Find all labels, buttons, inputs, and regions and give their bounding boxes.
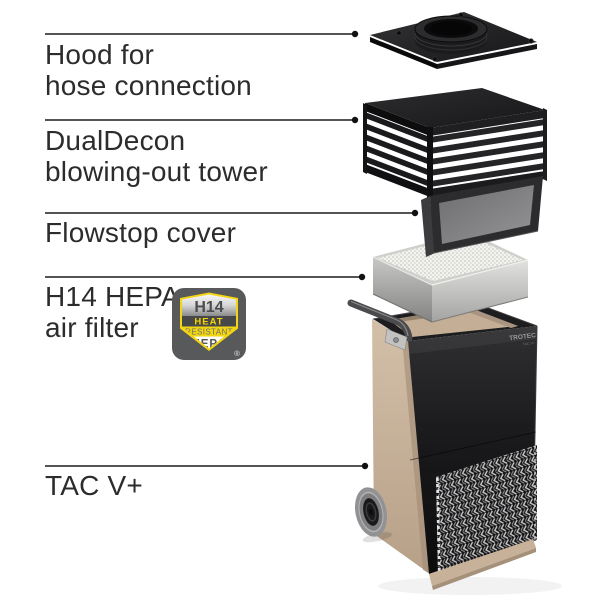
label-hood-line2: hose connection [45, 70, 252, 101]
label-tac: TAC V+ [45, 470, 143, 501]
badge-resistant-text: RESISTANT [185, 328, 233, 337]
dualdecon-tower-illustration [363, 88, 547, 198]
label-dualdecon: DualDecon blowing-out tower [45, 125, 268, 187]
label-flowstop-line1: Flowstop cover [45, 217, 237, 248]
badge-hepa-text: HEPA [191, 339, 226, 351]
flowstop-cover-illustration [421, 176, 543, 257]
label-hepa-line1: H14 HEPA [45, 281, 180, 312]
hood-illustration [370, 12, 537, 69]
model-label: TAC V+ [523, 341, 535, 346]
label-hood-line1: Hood for [45, 39, 154, 70]
unit-base [429, 539, 536, 586]
tower-louvers-right [430, 119, 545, 197]
label-flowstop: Flowstop cover [45, 217, 236, 248]
label-hepa-line2: air filter [45, 312, 139, 343]
registered-trademark-icon: ® [234, 349, 240, 358]
label-tac-line1: TAC V+ [45, 470, 143, 501]
filter-media [378, 235, 523, 281]
leader-lines [45, 33, 412, 467]
unit-side-panel [372, 319, 430, 574]
tower-louvers-left [365, 112, 430, 197]
label-dualdecon-line2: blowing-out tower [45, 156, 268, 187]
badge-heat-text: HEAT [194, 317, 223, 328]
badge-grade-text: H14 [194, 299, 223, 316]
wheel [354, 487, 393, 543]
label-hepa: H14 HEPA air filter [45, 281, 180, 343]
hepa-filter-illustration [372, 232, 529, 323]
hood-screws [396, 12, 534, 62]
push-handle [347, 299, 413, 351]
h14-hepa-badge: H14 HEAT RESISTANT HEPA ® [172, 288, 246, 360]
leader-dots [351, 30, 419, 470]
brand-logo: TROTEC [509, 332, 537, 342]
tac-unit-illustration: TROTEC TAC V+ [347, 299, 562, 595]
label-dualdecon-line1: DualDecon [45, 125, 186, 156]
hose-collar [414, 15, 488, 54]
label-hood: Hood for hose connection [45, 39, 252, 101]
